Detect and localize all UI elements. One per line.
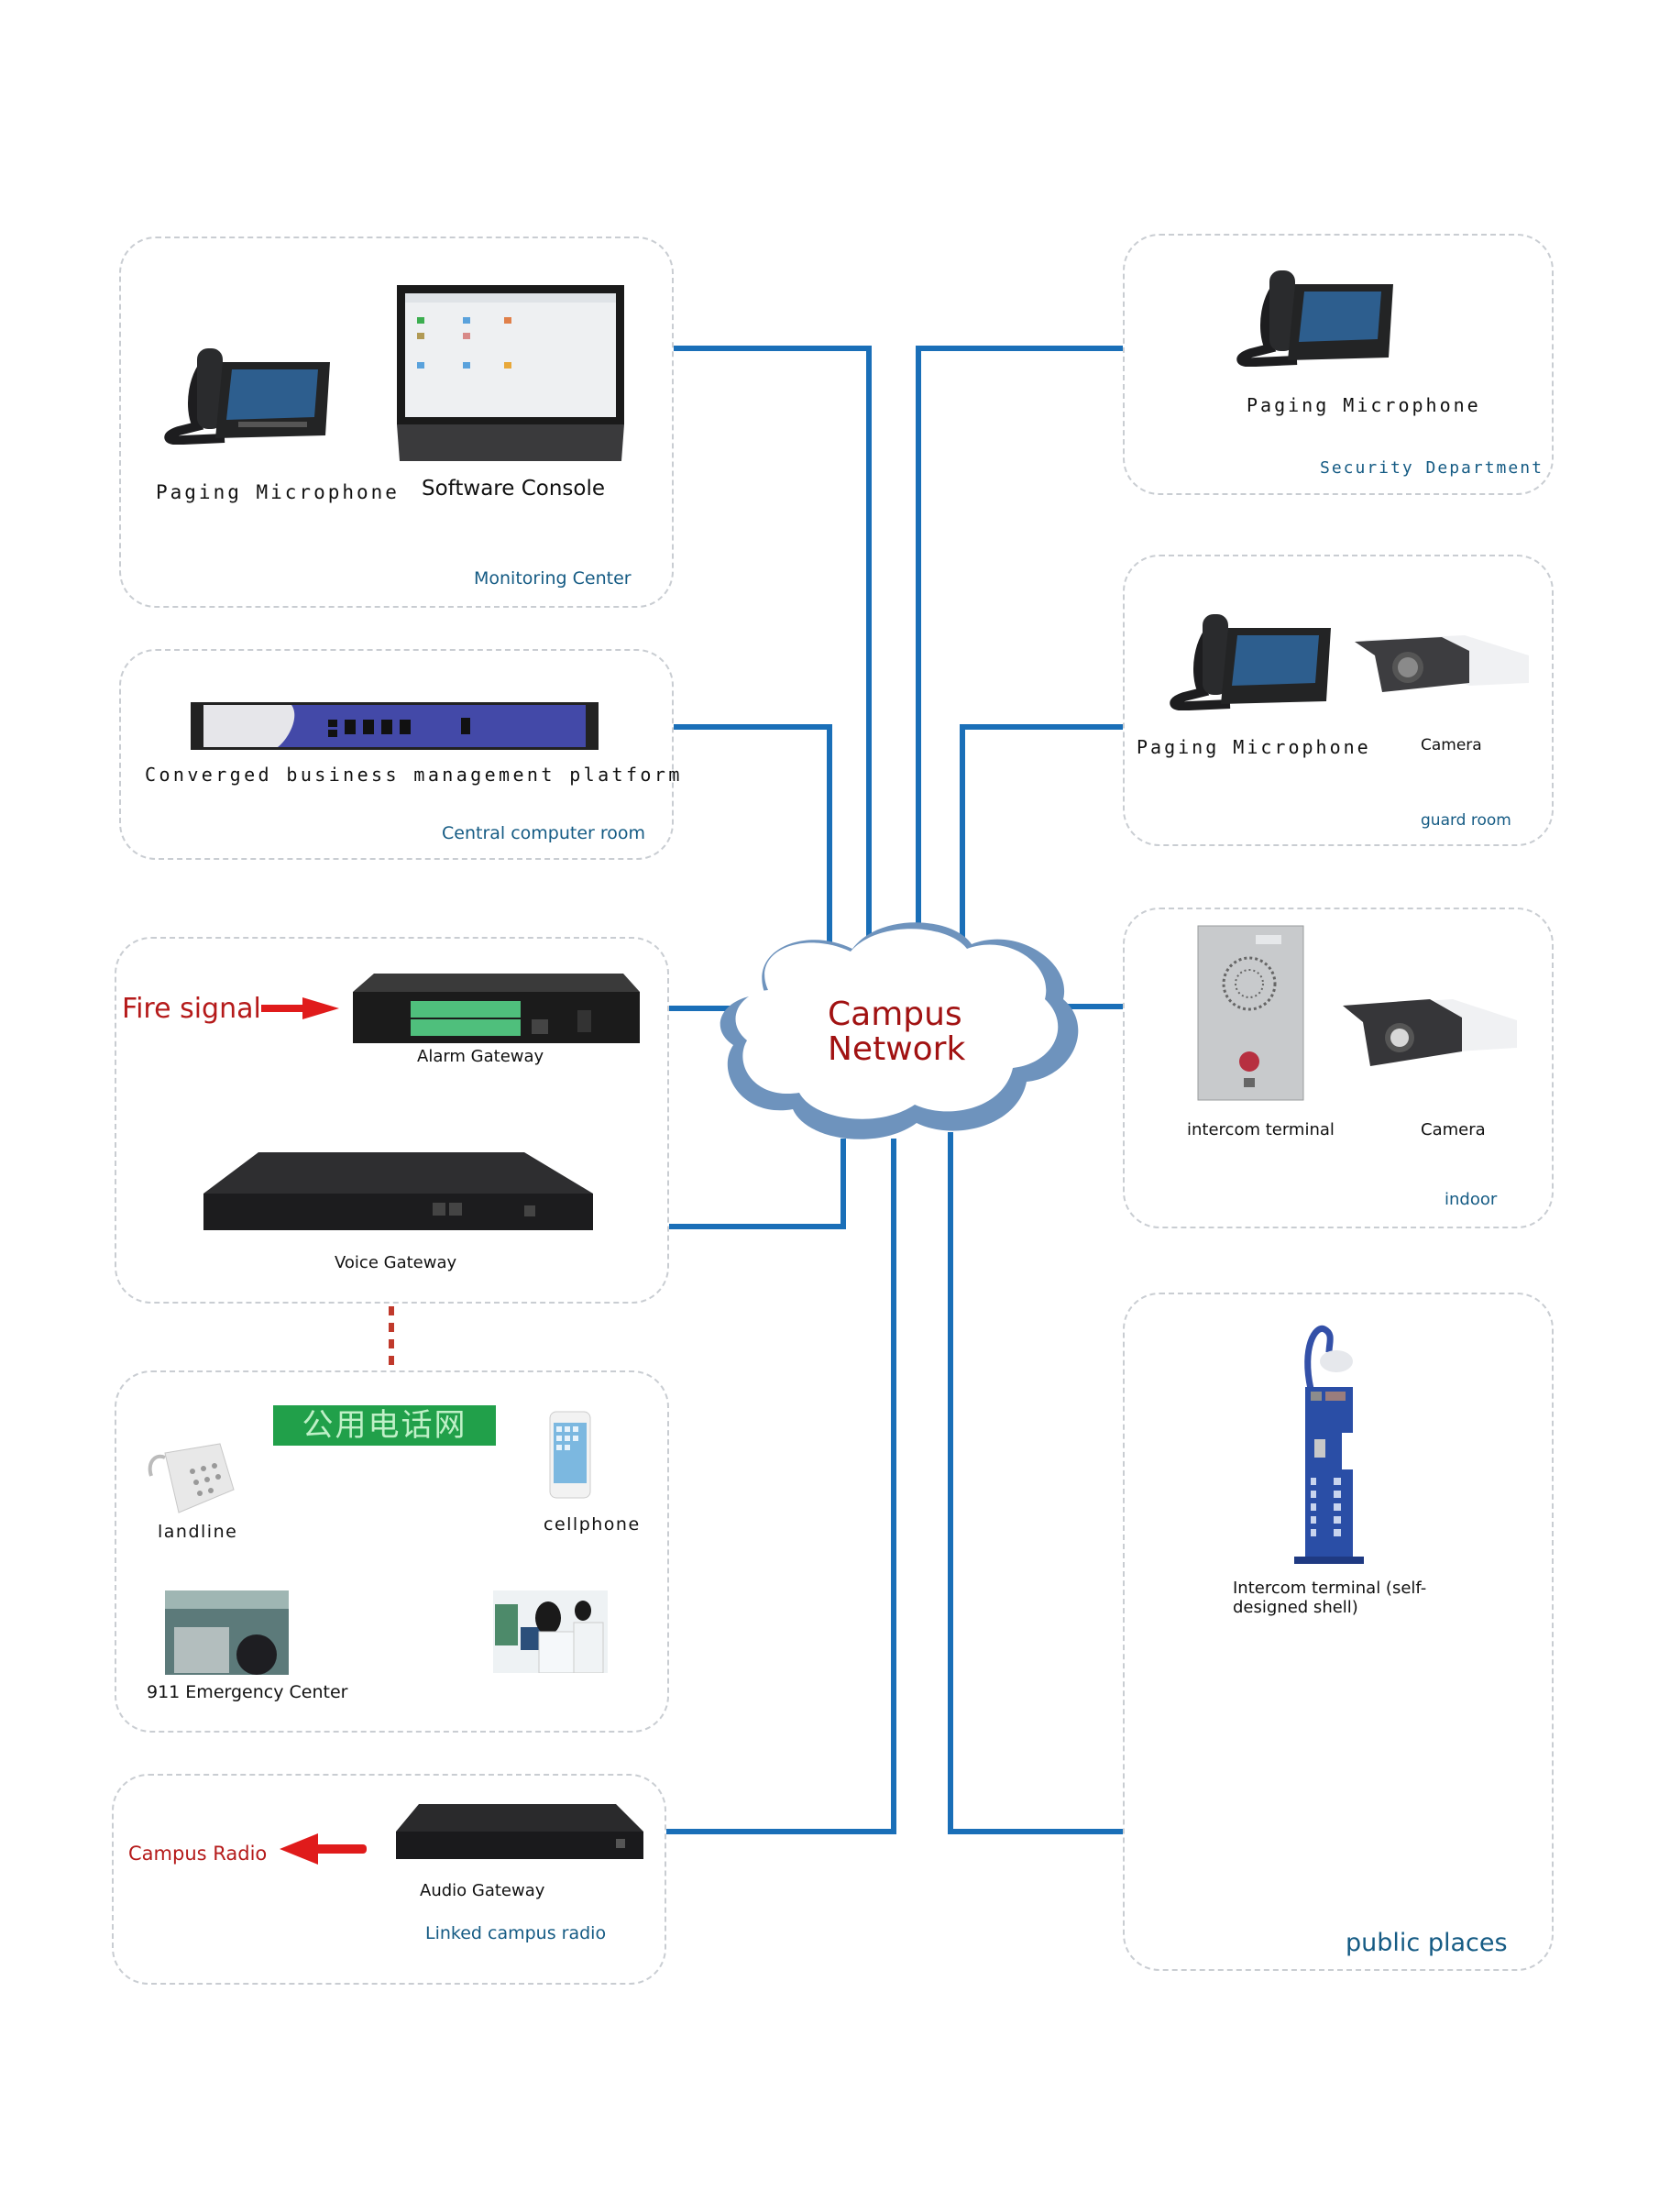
device-label: 911 Emergency Center xyxy=(147,1682,348,1702)
voice-gateway-icon xyxy=(203,1152,593,1230)
location-label: guard room xyxy=(1421,811,1511,830)
campus-radio-label: Campus Radio xyxy=(128,1843,268,1865)
panel-indoor xyxy=(1123,908,1554,1228)
device-label: Paging Microphone xyxy=(1137,736,1371,758)
desk-phone-icon xyxy=(1236,270,1393,367)
panel-guard-room xyxy=(1123,555,1554,846)
fire-signal-label: Fire signal xyxy=(122,993,261,1025)
emergency-center-photo xyxy=(165,1590,289,1675)
cloud-title-line2: Network xyxy=(828,1030,966,1068)
wire-audio-gateway xyxy=(662,1139,896,1834)
camera-icon xyxy=(1343,999,1517,1066)
device-label: Paging Microphone xyxy=(1247,394,1481,416)
desk-phone-icon xyxy=(164,348,330,445)
panel-security-department xyxy=(1123,234,1554,495)
location-label: Security Department xyxy=(1320,458,1544,478)
device-label: Software Console xyxy=(422,477,606,501)
wire-voice-gateway xyxy=(662,1139,846,1229)
desk-phone-icon xyxy=(1170,614,1331,710)
call-center-photo xyxy=(493,1590,608,1673)
device-label: Voice Gateway xyxy=(335,1253,457,1272)
device-label: Camera xyxy=(1421,736,1482,754)
campus-network-cloud xyxy=(720,922,1079,1139)
location-label: Monitoring Center xyxy=(474,568,632,589)
device-label: intercom terminal xyxy=(1187,1120,1335,1139)
rack-server-icon xyxy=(191,702,599,750)
arrow-right-icon xyxy=(261,997,339,1019)
intercom-pillar-icon xyxy=(1294,1325,1364,1564)
landline-phone-icon xyxy=(148,1443,235,1513)
pstn-label: 公用电话网 xyxy=(273,1405,496,1446)
location-label: Linked campus radio xyxy=(425,1923,607,1943)
device-label: Paging Microphone xyxy=(156,481,400,503)
device-label: Audio Gateway xyxy=(420,1881,545,1900)
camera-icon xyxy=(1355,635,1529,692)
alarm-gateway-icon xyxy=(353,974,640,1043)
intercom-panel-icon xyxy=(1197,925,1304,1101)
device-label: Converged business management platform xyxy=(145,764,683,786)
device-label: Camera xyxy=(1421,1120,1486,1139)
cloud-title-line1: Campus xyxy=(828,996,962,1033)
wire-central-room xyxy=(671,724,832,944)
device-label: Intercom terminal (self-designed shell) xyxy=(1233,1579,1427,1617)
wire-guard-room xyxy=(960,724,1126,944)
monitor-icon xyxy=(397,285,624,461)
device-label: landline xyxy=(158,1522,238,1542)
device-label: Alarm Gateway xyxy=(417,1047,544,1066)
wire-security-dept xyxy=(916,346,1126,944)
location-label: indoor xyxy=(1445,1190,1498,1209)
cellphone-icon xyxy=(549,1411,591,1499)
panel-central-computer-room xyxy=(119,649,674,860)
device-label: cellphone xyxy=(544,1514,641,1535)
location-label: Central computer room xyxy=(442,823,646,843)
audio-gateway-icon xyxy=(396,1804,643,1859)
wire-public-places xyxy=(948,1132,1126,1834)
location-label: public places xyxy=(1346,1929,1508,1957)
wire-monitoring-center xyxy=(671,346,872,944)
cloud-title: Campus Network xyxy=(828,997,965,1067)
arrow-left-icon xyxy=(280,1833,367,1865)
